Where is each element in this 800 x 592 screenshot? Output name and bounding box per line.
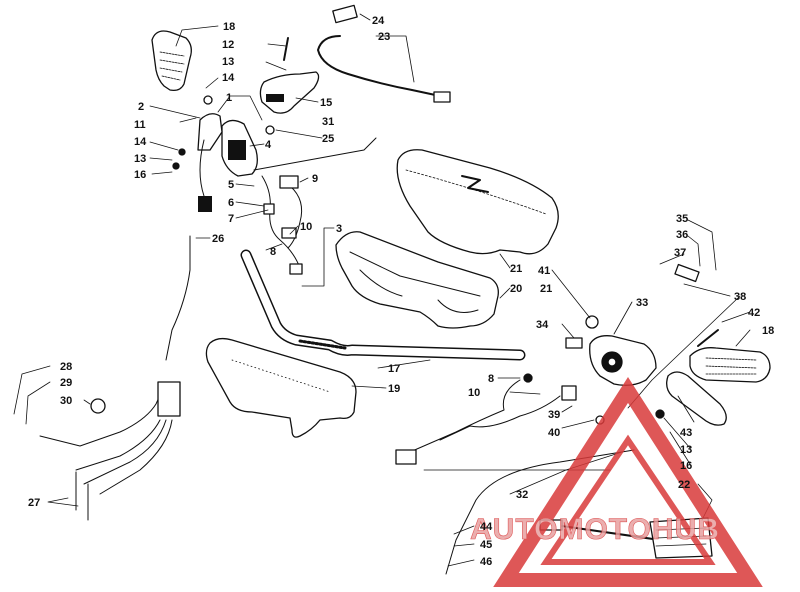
callout-1: 1: [226, 92, 232, 104]
callout-39: 39: [548, 409, 560, 421]
callout-25: 25: [322, 133, 334, 145]
callout-11: 11: [134, 119, 146, 131]
cable-31: [253, 137, 377, 171]
handlebar-pad: [205, 337, 357, 438]
callout-36: 36: [676, 229, 688, 241]
right-throttle-cable: [445, 449, 661, 575]
callout-40: 40: [548, 427, 560, 439]
callout-7: 7: [228, 213, 234, 225]
callout-23: 23: [378, 31, 390, 43]
callout-30: 30: [60, 395, 72, 407]
right-wire-harness: [395, 379, 577, 465]
callout-44: 44: [480, 521, 493, 533]
callout-26: 26: [212, 233, 224, 245]
callout-13-left: 13: [134, 153, 146, 165]
callout-14-top: 14: [222, 72, 235, 84]
callout-16-left: 16: [134, 169, 146, 181]
callout-8-right: 8: [488, 373, 494, 385]
callout-18-right: 18: [762, 325, 774, 337]
callout-17: 17: [388, 363, 400, 375]
callout-29: 29: [60, 377, 72, 389]
callout-13-right: 13: [680, 444, 692, 456]
callout-3: 3: [336, 223, 342, 235]
callout-15: 15: [320, 97, 332, 109]
callout-8-left: 8: [270, 246, 276, 258]
callout-18-left: 18: [223, 21, 235, 33]
watermark-text: AUTOMOTOHUB: [470, 513, 720, 546]
callout-21-right: 21: [540, 283, 552, 295]
callout-28: 28: [60, 361, 72, 373]
hardware-parts: [90, 95, 719, 425]
thumb-warmer: [649, 517, 713, 559]
callout-34: 34: [536, 319, 549, 331]
brake-lever: [259, 71, 320, 114]
right-grip: [689, 347, 771, 383]
callout-45: 45: [480, 539, 492, 551]
callout-31: 31: [322, 116, 334, 128]
callout-6: 6: [228, 197, 234, 209]
wire-harness: [261, 175, 303, 275]
callout-38: 38: [734, 291, 746, 303]
callout-19: 19: [388, 383, 400, 395]
callout-14-left: 14: [134, 136, 147, 148]
callout-22: 22: [678, 479, 690, 491]
left-grip: [151, 30, 192, 92]
callout-43: 43: [680, 427, 692, 439]
callout-5: 5: [228, 179, 234, 191]
callout-24: 24: [372, 15, 385, 27]
callout-12: 12: [222, 39, 234, 51]
callout-labels: 18 12 13 14 1 2 11 14 13 16 15 31 25 4 5…: [28, 15, 774, 568]
left-control-housing: [197, 113, 258, 212]
callout-16-right: 16: [680, 460, 692, 472]
callout-46: 46: [480, 556, 492, 568]
callout-41: 41: [538, 265, 550, 277]
callout-10-left: 10: [300, 221, 312, 233]
callout-4: 4: [265, 139, 272, 151]
callout-10-right: 10: [468, 387, 480, 399]
bolt: [283, 37, 289, 61]
callout-27: 27: [28, 497, 40, 509]
handlebar: [240, 249, 526, 361]
throttle-lever: [666, 371, 727, 426]
callout-42: 42: [748, 307, 760, 319]
callout-37: 37: [674, 247, 686, 259]
throttle-cable: [39, 235, 191, 521]
callout-13-top: 13: [222, 56, 234, 68]
callout-33: 33: [636, 297, 648, 309]
callout-2: 2: [138, 101, 144, 113]
callout-9: 9: [312, 173, 318, 185]
throttle-housing: [589, 335, 657, 386]
callout-21: 21: [510, 263, 522, 275]
callout-35: 35: [676, 213, 688, 225]
watermark-triangle: [493, 377, 763, 587]
callout-20: 20: [510, 283, 522, 295]
callout-32: 32: [516, 489, 528, 501]
top-pad: [396, 149, 559, 255]
watermark: AUTOMOTOHUB: [470, 377, 763, 587]
kill-switch-wire: [317, 4, 451, 103]
handlebar-cover: [335, 231, 499, 329]
